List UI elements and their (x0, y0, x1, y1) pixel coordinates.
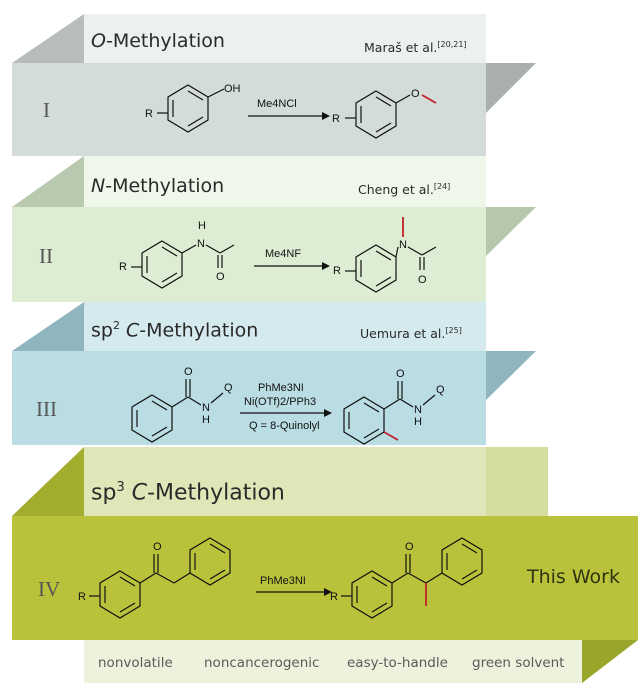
row3-product-methylbenzamide (343, 381, 436, 445)
row4-product-methyl-deoxybenzoin (341, 537, 483, 619)
row3-reagent-top: PhMe3NI (258, 382, 304, 394)
row2-reactant-r: R (119, 261, 127, 273)
row3-methyl-bond (383, 431, 399, 441)
row2-right-fold (486, 207, 536, 256)
row1-product-anisole (345, 90, 411, 139)
row4-arrowhead (324, 588, 332, 596)
row4-reactant-deoxybenzoin (89, 537, 231, 619)
row1-numeral: I (43, 98, 50, 122)
row2-product-o: O (418, 274, 427, 286)
row2-product-n-methylacetanilide (345, 244, 437, 293)
row3-title: sp2 C-Methylation (91, 319, 259, 342)
row3-product-h: H (414, 416, 422, 428)
row3-reagent-bottom: Q = 8-Quinolyl (249, 420, 320, 432)
row3-reactant-o: O (184, 366, 193, 378)
row4-title: sp3 C-Methylation (91, 480, 285, 506)
feature-strip (84, 640, 582, 683)
row1-product-o: O (411, 88, 420, 100)
this-work-badge: This Work (527, 566, 620, 588)
row1-reference: Maraš et al.[20,21] (364, 40, 467, 56)
row2-title: N-Methylation (91, 175, 225, 197)
row3-reactant-q: Q (224, 382, 233, 394)
row2-reactant-acetanilide (131, 240, 235, 289)
row1-reactant-phenol (157, 84, 225, 133)
row1-tab (84, 14, 486, 63)
row4-reactant-o: O (153, 541, 162, 553)
row2-reagent: Me4NF (265, 248, 301, 260)
row2-reactant-h: H (198, 220, 206, 232)
row3-reactant-benzamide (131, 379, 224, 443)
row4-left-fold (12, 447, 84, 516)
row1-title: O-Methylation (91, 30, 225, 52)
row2-reference: Cheng et al.[24] (358, 182, 451, 198)
row1-reactant-oh: OH (224, 83, 241, 95)
row4-tab (84, 447, 486, 516)
row2-face (12, 207, 486, 302)
row1-face (12, 63, 486, 156)
row1-reactant-r: R (145, 108, 153, 120)
row3-face (12, 351, 486, 445)
feature-noncancerogenic: noncancerogenic (204, 655, 320, 671)
row3-numeral: III (36, 397, 57, 421)
row4-reactant-r: R (78, 591, 86, 603)
row2-left-fold (12, 156, 84, 207)
row1-product-r: R (332, 113, 340, 125)
row1-reaction-scheme: R OH Me4NCl R O (145, 83, 437, 139)
row1-right-fold (486, 63, 536, 113)
row3-right-fold (486, 351, 536, 400)
row4-reagent: PhMe3NI (260, 575, 306, 587)
row3-product-o: O (396, 368, 405, 380)
row2-reaction-scheme: R H N O Me4NF R N O (119, 217, 437, 293)
row3-reaction-scheme: O N H Q PhMe3NI Ni(OTf)2/PPh3 Q = 8-Quin… (131, 366, 445, 445)
row2-reactant-o: O (216, 271, 225, 283)
row2-reactant-n: N (197, 238, 205, 250)
row1-methyl-bond (421, 94, 437, 104)
row3-reactant-h: H (202, 414, 210, 426)
row4-numeral: IV (38, 577, 61, 601)
row2-numeral: II (39, 244, 53, 268)
feature-nonvolatile: nonvolatile (98, 655, 173, 671)
row1-reagent: Me4NCl (257, 98, 297, 110)
row4-face (12, 516, 638, 640)
feature-easy-to-handle: easy-to-handle (347, 655, 448, 671)
row3-left-fold (12, 302, 84, 351)
row4-right-fold (486, 447, 548, 516)
row3-reactant-n: N (202, 402, 210, 414)
row3-tab (84, 302, 486, 351)
row1-arrowhead (322, 112, 330, 120)
row3-reagent-mid: Ni(OTf)2/PPh3 (244, 396, 316, 408)
row2-product-n: N (399, 239, 407, 251)
row3-reference: Uemura et al.[25] (360, 326, 462, 342)
row3-product-n: N (414, 404, 422, 416)
feature-green-solvent: green solvent (472, 655, 565, 671)
row2-tab (84, 156, 486, 207)
row2-product-r: R (333, 265, 341, 277)
row1-left-fold (12, 14, 84, 63)
row2-arrowhead (322, 262, 330, 270)
row4-product-o: O (405, 541, 414, 553)
row4-product-r: R (330, 591, 338, 603)
row3-product-q: Q (436, 384, 445, 396)
row3-arrowhead (324, 409, 332, 417)
row4-reaction-scheme: R O PhMe3NI R O (78, 537, 483, 619)
feature-strip-fold (582, 640, 638, 683)
